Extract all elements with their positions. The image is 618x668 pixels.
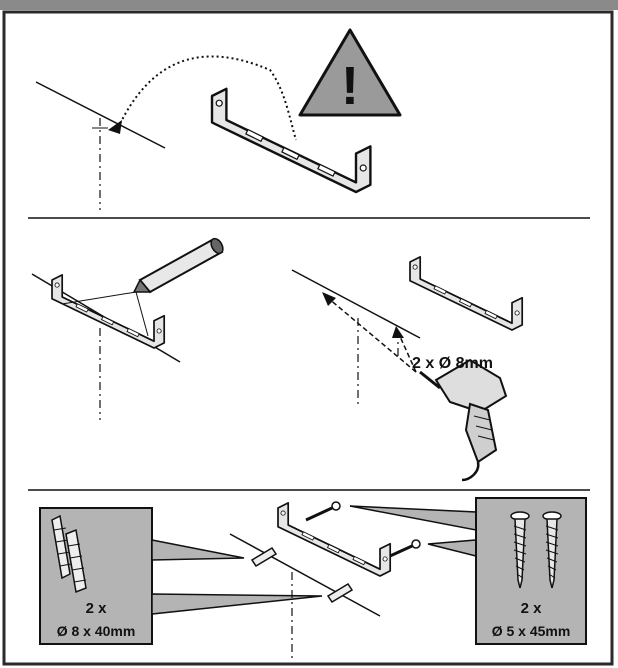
step-1-position-bracket: ! — [35, 28, 402, 210]
wall-plug-icon — [51, 514, 87, 594]
mark-line — [135, 291, 149, 337]
dowel-left-icon — [250, 546, 278, 568]
arrow-head-icon — [322, 292, 336, 306]
screws-callout — [475, 497, 587, 645]
placement-arrow — [117, 55, 297, 141]
wall-line-right — [291, 269, 421, 339]
dowels-size: Ø 8 x 40mm — [57, 623, 136, 639]
screw-icon — [510, 511, 530, 589]
screw-bottom-icon — [389, 539, 421, 558]
step-2-mark-and-drill: 2 x Ø 8mm — [31, 237, 524, 482]
top-bar — [0, 0, 618, 10]
drill-arrow — [327, 297, 417, 373]
warning-symbol: ! — [341, 56, 359, 116]
wall-line — [229, 533, 381, 617]
warning-icon: ! — [298, 28, 402, 117]
diagram-frame — [2, 10, 614, 666]
drill-size-label: 2 x Ø 8mm — [412, 355, 493, 372]
screws-quantity: 2 x — [521, 600, 543, 617]
arrow-head-icon — [392, 326, 404, 338]
pencil-icon — [132, 237, 224, 294]
arrow-head-icon — [108, 120, 122, 134]
dowels-pointer — [151, 539, 245, 561]
dowels-quantity: 2 x — [86, 600, 108, 617]
step-3-fix-bracket: 2 x Ø 8 x 40mm — [39, 497, 587, 662]
screws-size: Ø 5 x 45mm — [492, 623, 571, 639]
dowel-right-icon — [326, 582, 354, 604]
drill-arrow — [397, 331, 417, 373]
mark-line — [61, 291, 137, 305]
dowels-pointer — [151, 593, 323, 615]
screw-top-icon — [305, 501, 341, 522]
screw-icon — [542, 511, 562, 589]
drill-icon — [419, 358, 508, 482]
wall-line — [35, 81, 166, 149]
